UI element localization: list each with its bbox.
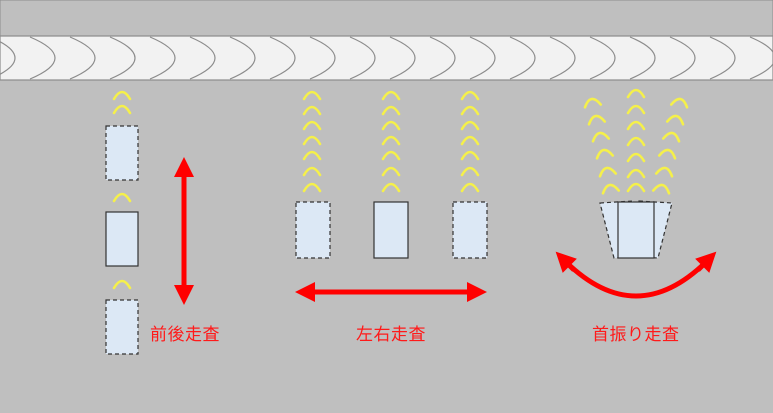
probe-fb-top	[105, 125, 139, 181]
weld-ripple-arc	[149, 36, 176, 80]
wave-arc	[626, 168, 646, 179]
motion-arrow-swing-left	[555, 251, 577, 273]
ultrasonic-wave-lr-left	[302, 90, 322, 193]
wave-arc	[381, 150, 401, 161]
weld-ripple-arc	[389, 36, 416, 80]
probe-swing-center	[617, 201, 655, 259]
probe-lr-right	[452, 201, 488, 259]
ultrasonic-wave-fb-bottom	[112, 279, 132, 290]
wave-arc	[669, 97, 689, 109]
weld-ripple-arc	[509, 36, 536, 80]
weld-ripple-arc	[109, 36, 136, 80]
wave-arc	[583, 97, 603, 109]
weld-ripple-arc	[69, 36, 96, 80]
label-swing-scan: 首振り走査	[592, 325, 680, 345]
ultrasonic-wave-swing-left	[583, 97, 621, 195]
wave-arc	[381, 182, 401, 193]
wave-arc	[626, 182, 646, 193]
weld-ripple-arc	[29, 36, 56, 80]
ultrasonic-wave-lr-center	[381, 90, 401, 193]
weld-ripple-arc	[309, 36, 336, 80]
wave-arc	[626, 152, 646, 163]
left-right-scan-group	[295, 90, 488, 302]
motion-arrow-swing-right	[695, 251, 717, 273]
forward-backward-scan-group	[105, 90, 194, 355]
probe-lr-center	[373, 201, 409, 259]
weld-ripple-arc	[229, 36, 256, 80]
wave-arc	[302, 105, 322, 116]
wave-arc	[657, 148, 677, 160]
wave-arc	[112, 279, 132, 290]
label-forward-backward-scan: 前後走査	[150, 325, 220, 345]
weld-ripple-arc	[629, 36, 656, 80]
weld-ripple-arc	[549, 36, 576, 80]
wave-arc	[302, 150, 322, 161]
wave-arc	[302, 120, 322, 131]
wave-arc	[460, 105, 480, 116]
ultrasonic-wave-swing-center	[626, 88, 646, 193]
weld-ripple-arc	[349, 36, 376, 80]
wave-arc	[626, 104, 646, 115]
weld-ripple-arc	[0, 41, 16, 75]
wave-arc	[654, 166, 674, 178]
wave-arc	[381, 105, 401, 116]
wave-arc	[381, 120, 401, 131]
wave-arc	[302, 166, 322, 177]
wave-arc	[661, 131, 681, 143]
weld-ripple-arc	[189, 36, 216, 80]
wave-arc	[460, 182, 480, 193]
wave-arc	[460, 120, 480, 131]
wave-arc	[626, 120, 646, 131]
wave-arc	[302, 135, 322, 146]
wave-arc	[665, 114, 685, 126]
weld-ripple-arc	[749, 36, 773, 80]
wave-arc	[460, 135, 480, 146]
wave-arc	[460, 90, 480, 101]
weld-ripple-arc	[469, 36, 496, 80]
wave-arc	[460, 166, 480, 177]
wave-arc	[587, 114, 607, 126]
swing-motion-arcs	[564, 260, 708, 299]
wave-arc	[302, 182, 322, 193]
wave-arc	[591, 131, 611, 143]
wave-arc	[595, 148, 615, 160]
swing-scan-group	[555, 88, 717, 299]
wave-arc	[302, 90, 322, 101]
probe-fb-middle	[105, 211, 139, 267]
weld-ripple-arc	[429, 36, 456, 80]
weld-ripple-arc	[589, 36, 616, 80]
wave-arc	[626, 88, 646, 99]
wave-arc	[381, 135, 401, 146]
weld-bead	[0, 0, 773, 81]
weld-ripple-arc	[269, 36, 296, 80]
ultrasonic-wave-swing-right	[651, 97, 689, 195]
wave-arc	[112, 192, 132, 203]
wave-arc	[460, 150, 480, 161]
wave-arc	[651, 183, 671, 195]
ultrasonic-wave-lr-right	[460, 90, 480, 193]
wave-arc	[112, 90, 132, 101]
wave-arc	[381, 166, 401, 177]
probe-lr-left	[295, 201, 331, 259]
wave-arc	[601, 183, 621, 195]
wave-arc	[112, 104, 132, 115]
wave-arc	[626, 136, 646, 147]
label-left-right-scan: 左右走査	[356, 325, 426, 345]
weld-bead-ripples	[0, 36, 773, 80]
probe-fb-bottom	[105, 299, 139, 355]
wave-arc	[598, 166, 618, 178]
weld-ripple-arc	[669, 36, 696, 80]
ultrasonic-wave-fb-top	[112, 90, 132, 115]
wave-arc	[381, 90, 401, 101]
ultrasonic-wave-fb-middle	[112, 192, 132, 203]
weld-ripple-arc	[709, 36, 736, 80]
